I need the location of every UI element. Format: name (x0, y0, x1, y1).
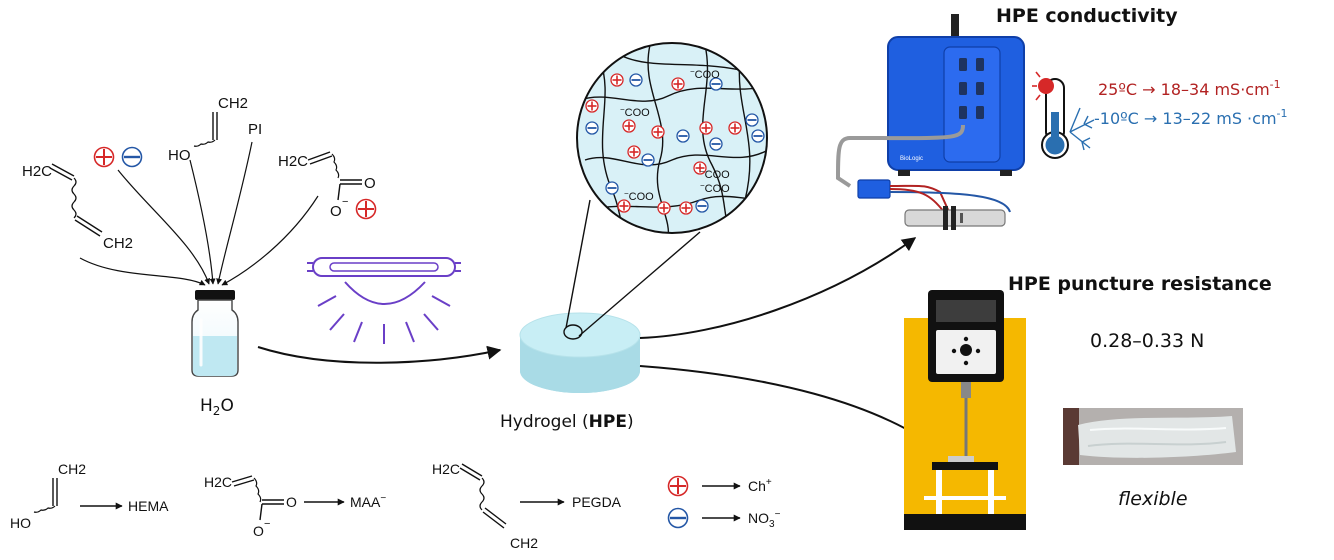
reagent-butadiene: H2C CH2 (22, 163, 133, 252)
reagent-ions (93, 146, 143, 168)
svg-text:H2C: H2C (204, 474, 232, 490)
device-cable (835, 124, 965, 188)
network-ions (585, 73, 765, 215)
svg-text:HO: HO (10, 515, 31, 531)
hema-ho-label: HO (168, 147, 191, 164)
conductivity-hot: 25ºC → 18–34 mS·cm-1 (1098, 78, 1281, 99)
svg-text:O: O (253, 523, 264, 539)
puncture-tester (904, 290, 1026, 530)
arrow-to-puncture (639, 365, 952, 459)
hydrogel-disc (519, 312, 641, 393)
legend-hema: HEMA (128, 498, 169, 514)
puncture-value: 0.28–0.33 N (1090, 330, 1204, 352)
uv-lamp-icon (307, 257, 461, 344)
conductivity-title: HPE conductivity (996, 5, 1178, 27)
vial (191, 290, 239, 377)
reagent-maa: H2C O O − (278, 151, 377, 220)
carboxylate-labels: −COO −COO −COO −COO −COO (620, 67, 730, 203)
legend-anion: NO3− (748, 509, 781, 530)
hema-ch2-label: CH2 (218, 95, 248, 112)
polymerization-arrow (257, 345, 502, 364)
legend-maa: MAA− (350, 493, 386, 510)
maa-ominus-label: O (330, 203, 342, 220)
hydrogel-label: Hydrogel (HPE) (500, 412, 634, 432)
film-photo (1063, 408, 1243, 465)
polymer-network-zoom: −COO −COO −COO −COO −COO (576, 42, 768, 234)
ch2-label: CH2 (103, 235, 133, 252)
svg-text:−COO: −COO (700, 167, 730, 181)
legend-pegda: PEGDA (572, 494, 622, 510)
svg-text:−COO: −COO (690, 67, 720, 81)
svg-text:−: − (264, 518, 270, 530)
zoom-spot (563, 324, 583, 340)
snowflake-icon (1069, 107, 1095, 151)
svg-text:O: O (286, 494, 297, 510)
potentiostat-device: BioLogic (887, 14, 1025, 176)
device-brand: BioLogic (900, 156, 923, 162)
svg-text:CH2: CH2 (58, 461, 86, 477)
reagent-hema: CH2 HO (168, 95, 248, 164)
puncture-title: HPE puncture resistance (1008, 273, 1272, 295)
svg-text:H2C: H2C (432, 461, 460, 477)
test-cell (889, 184, 1011, 230)
thermometer-icon (1032, 71, 1069, 159)
vial-label: H2O (200, 396, 234, 418)
svg-text:CH2: CH2 (510, 535, 538, 551)
feed-arrows (79, 141, 319, 286)
h2c-label: H2C (22, 163, 52, 180)
photo-caption: flexible (1118, 488, 1188, 510)
maa-h2c-label: H2C (278, 153, 308, 170)
conductivity-cold: -10ºC → 13–22 mS ·cm-1 (1094, 107, 1288, 128)
photoinitiator-label: PI (248, 121, 262, 138)
maa-o-label: O (364, 175, 376, 192)
svg-text:−COO: −COO (620, 105, 650, 119)
legend: CH2 HO HEMA H2C O O − MAA− H2C CH2 PEGDA (10, 461, 781, 551)
svg-text:−: − (342, 196, 348, 208)
legend-cation: Ch+ (748, 477, 772, 494)
svg-text:−COO: −COO (624, 189, 654, 203)
connector-box (857, 179, 891, 199)
svg-text:−COO: −COO (700, 181, 730, 195)
arrow-to-conductivity (639, 237, 917, 339)
